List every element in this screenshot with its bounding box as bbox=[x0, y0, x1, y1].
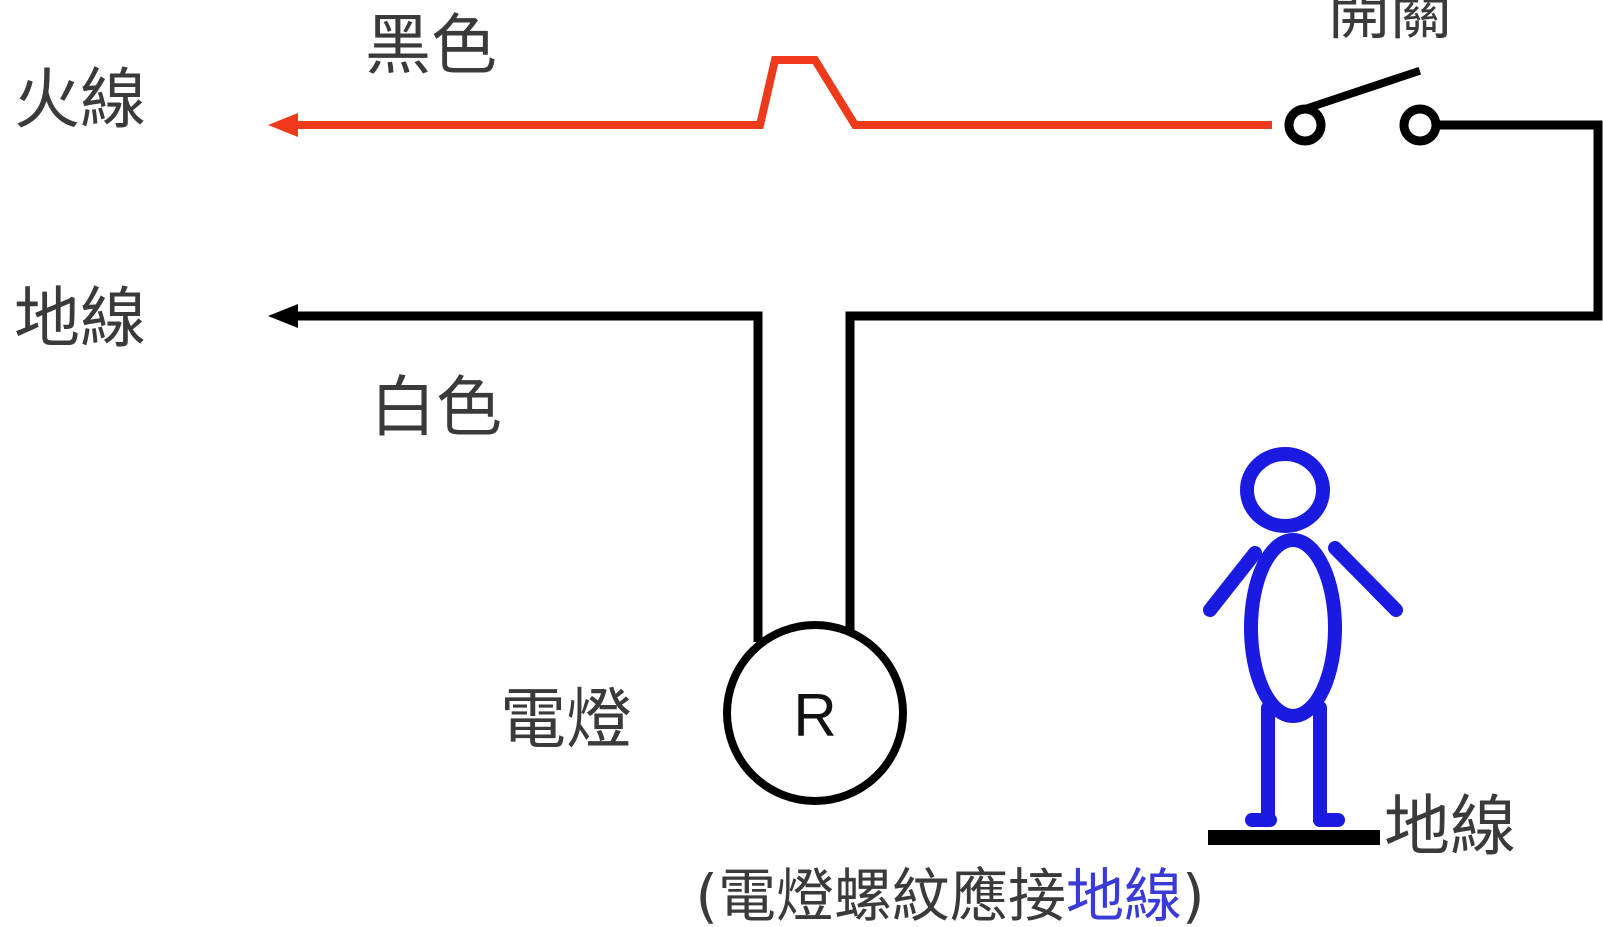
neutral-line-label: 地線 bbox=[14, 280, 146, 357]
hot-wire-arrowhead bbox=[268, 113, 298, 137]
white-wire-label: 白色 bbox=[370, 369, 502, 446]
ground-bar bbox=[1208, 830, 1380, 845]
lamp: R bbox=[723, 621, 907, 805]
black-wire-label: 黑色 bbox=[365, 7, 497, 84]
neutral-wire-line bbox=[280, 311, 763, 642]
caption-open-paren: ( bbox=[695, 862, 718, 927]
caption-highlight: 地線 bbox=[1066, 862, 1182, 927]
person-right-arm bbox=[1328, 541, 1403, 617]
neutral-wire-arrowhead bbox=[268, 304, 298, 328]
hot-wire bbox=[268, 56, 1272, 137]
person-body bbox=[1244, 533, 1342, 723]
person-icon bbox=[1203, 447, 1403, 827]
caption: (電燈螺紋應接地線) bbox=[695, 862, 1204, 927]
lamp-symbol: R bbox=[793, 682, 836, 749]
caption-close-paren: ) bbox=[1182, 862, 1205, 927]
switch-lever bbox=[1299, 66, 1422, 115]
switch-to-lamp-wire bbox=[845, 120, 1603, 642]
hot-line-label: 火線 bbox=[14, 61, 146, 138]
ground-label: 地線 bbox=[1384, 788, 1516, 865]
person-left-arm bbox=[1203, 546, 1262, 617]
lamp-label: 電燈 bbox=[500, 681, 632, 758]
switch-left-terminal bbox=[1284, 104, 1326, 146]
person-head bbox=[1240, 447, 1330, 533]
switch-label: 開關 bbox=[1328, 0, 1452, 48]
switch-right-terminal bbox=[1399, 104, 1441, 146]
hot-wire-line bbox=[280, 56, 1272, 129]
switch bbox=[1284, 66, 1441, 146]
caption-text: 電燈螺紋應接 bbox=[718, 862, 1066, 927]
neutral-wire bbox=[268, 304, 763, 642]
lamp-circle bbox=[723, 621, 907, 805]
